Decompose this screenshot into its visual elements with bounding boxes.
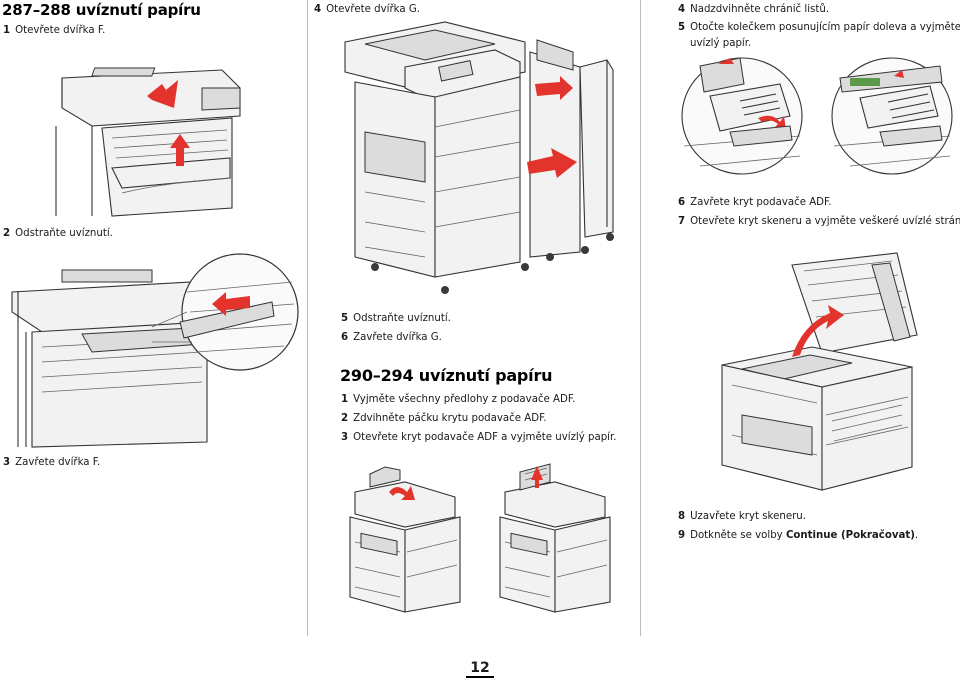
- illustration-remove-jam-door-f: [11, 253, 299, 448]
- step-text: Otočte kolečkem posunujícím papír doleva…: [690, 22, 960, 33]
- step-text: Nadzdvihněte chránič listů.: [690, 4, 830, 15]
- step-number: 5: [341, 313, 349, 324]
- illustration-open-door-f: [55, 67, 241, 217]
- step-text: uvízlý papír.: [690, 38, 752, 49]
- illustration-open-door-g: [344, 21, 614, 294]
- step-number: 9: [678, 530, 686, 541]
- step-text: Otevřete kryt podavače ADF a vyjměte uví…: [353, 432, 617, 443]
- column-divider-right: [640, 0, 641, 636]
- step-6-close-adf-cover: 6 Zavřete kryt podavače ADF.: [678, 196, 832, 210]
- step-text: Odstraňte uvíznutí.: [15, 228, 113, 239]
- step-5-remove-jam: 5 Odstraňte uvíznutí.: [341, 312, 451, 326]
- illustration-open-adf-cover: [349, 463, 611, 613]
- step-6-close-door-g: 6 Zavřete dvířka G.: [341, 331, 442, 345]
- step-number: 8: [678, 511, 686, 522]
- step-number: 1: [3, 25, 11, 36]
- step-9-touch-continue: 9 Dotkněte se volby Continue (Pokračovat)…: [678, 529, 918, 543]
- step-5-turn-feed-wheel: 5 Otočte kolečkem posunujícím papír dolev…: [678, 21, 960, 35]
- step-number: 2: [341, 413, 349, 424]
- step-text: Odstraňte uvíznutí.: [353, 313, 451, 324]
- step-2-remove-jam: 2 Odstraňte uvíznutí.: [3, 227, 113, 241]
- printer-right: [499, 463, 611, 613]
- step-8-close-scanner-cover: 8 Uzavřete kryt skeneru.: [678, 510, 806, 524]
- step-number: 4: [678, 4, 686, 15]
- step-number: 1: [341, 394, 349, 405]
- step-7-open-scanner-cover: 7 Otevřete kryt skeneru a vyjměte veškeré…: [678, 215, 960, 229]
- illustration-open-scanner-cover: [721, 252, 918, 491]
- step-2-lift-adf-lever: 2 Zdvihněte páčku krytu podavače ADF.: [341, 412, 547, 426]
- step-text: Vyjměte všechny předlohy z podavače ADF.: [353, 394, 576, 405]
- column-divider-left: [307, 0, 308, 636]
- step-number: 3: [341, 432, 349, 443]
- step-text: Zavřete kryt podavače ADF.: [690, 197, 832, 208]
- magnified-view-left: [681, 57, 803, 175]
- step-text: Dotkněte se volby: [690, 530, 786, 541]
- step-text-end: .: [914, 530, 919, 541]
- step-number: 6: [341, 332, 349, 343]
- step-1-open-door-f: 1 Otevřete dvířka F.: [3, 24, 105, 38]
- section-title-287-288: 287–288 uvíznutí papíru: [2, 1, 201, 19]
- step-number: 5: [678, 22, 686, 33]
- step-number: 7: [678, 216, 686, 227]
- step-3-open-adf-cover: 3 Otevřete kryt podavače ADF a vyjměte uv…: [341, 431, 617, 445]
- step-number: 2: [3, 228, 11, 239]
- printer-left: [349, 466, 461, 613]
- step-text: Otevřete kryt skeneru a vyjměte veškeré …: [690, 216, 960, 227]
- step-1-remove-originals: 1 Vyjměte všechny předlohy z podavače ADF…: [341, 393, 575, 407]
- step-text: Otevřete dvířka F.: [15, 25, 106, 36]
- step-3-close-door-f: 3 Zavřete dvířka F.: [3, 456, 100, 470]
- step-text: Uzavřete kryt skeneru.: [690, 511, 806, 522]
- page-number-underline: [466, 676, 494, 678]
- page-number: 12: [470, 660, 490, 676]
- step-text: Zavřete dvířka G.: [353, 332, 442, 343]
- step-text: Zdvihněte páčku krytu podavače ADF.: [353, 413, 547, 424]
- step-text: Otevřete dvířka G.: [326, 4, 420, 15]
- illustration-adf-detail: [681, 57, 953, 175]
- step-5-continued: uvízlý papír.: [690, 37, 751, 51]
- section-title-290-294: 290–294 uvíznutí papíru: [340, 366, 553, 385]
- step-number: 6: [678, 197, 686, 208]
- step-number: 3: [3, 457, 11, 468]
- step-text: Zavřete dvířka F.: [15, 457, 101, 468]
- step-4-open-door-g: 4 Otevřete dvířka G.: [314, 3, 420, 17]
- magnified-view-right: [831, 57, 953, 175]
- continue-option-label: Continue (Pokračovat): [785, 530, 915, 541]
- step-4-lift-sheet-guard: 4 Nadzdvihněte chránič listů.: [678, 3, 829, 17]
- step-number: 4: [314, 4, 322, 15]
